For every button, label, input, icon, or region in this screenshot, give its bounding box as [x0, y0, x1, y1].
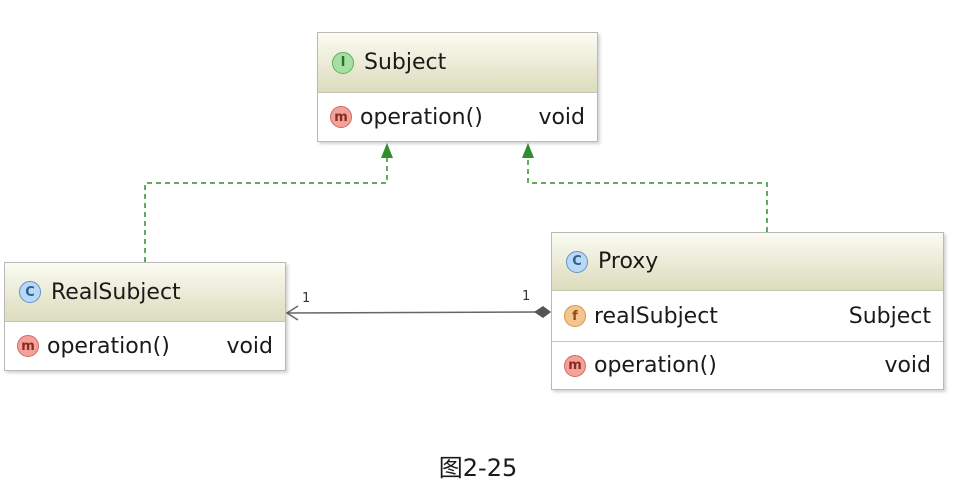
subject-method-row: m operation() void [318, 93, 597, 141]
subject-method-name: operation() [360, 104, 483, 130]
field-icon: f [564, 305, 586, 327]
proxy-header: C Proxy [552, 233, 943, 291]
method-icon: m [564, 354, 586, 377]
realsubject-realization-arrowhead [381, 143, 393, 158]
proxy-field-type: Subject [848, 303, 931, 329]
class-icon: C [19, 281, 41, 303]
class-icon: C [566, 250, 588, 273]
association-right-multiplicity: 1 [522, 289, 531, 304]
subject-method-type: void [538, 104, 585, 130]
realsubject-method-name: operation() [47, 333, 170, 359]
proxy-method-name: operation() [594, 353, 717, 378]
association-left-multiplicity: 1 [302, 291, 311, 306]
realsubject-realization-line [144, 158, 388, 262]
proxy-method-row: m operation() void [552, 341, 943, 389]
subject-interface-box[interactable]: I Subject m operation() void [317, 32, 598, 142]
proxy-method-type: void [884, 353, 931, 378]
subject-title: Subject [364, 50, 447, 75]
proxy-class-box[interactable]: C Proxy f realSubject Subject m operatio… [551, 232, 944, 390]
proxy-field-row: f realSubject Subject [552, 291, 943, 341]
realsubject-method-type: void [226, 333, 273, 359]
proxy-field-name: realSubject [594, 303, 718, 329]
figure-caption: 图2-25 [438, 454, 518, 482]
proxy-realization-line [527, 158, 768, 232]
association-arrowhead [285, 305, 299, 321]
method-icon: m [330, 106, 352, 128]
realsubject-method-row: m operation() void [5, 322, 285, 370]
composition-diamond [534, 306, 551, 318]
method-icon: m [17, 335, 39, 357]
association-line [286, 311, 537, 314]
interface-icon: I [332, 51, 354, 74]
realsubject-class-box[interactable]: C RealSubject m operation() void [4, 262, 286, 371]
proxy-title: Proxy [598, 249, 659, 274]
proxy-realization-arrowhead [522, 143, 534, 158]
subject-header: I Subject [318, 33, 597, 93]
realsubject-header: C RealSubject [5, 263, 285, 322]
realsubject-title: RealSubject [51, 279, 181, 305]
